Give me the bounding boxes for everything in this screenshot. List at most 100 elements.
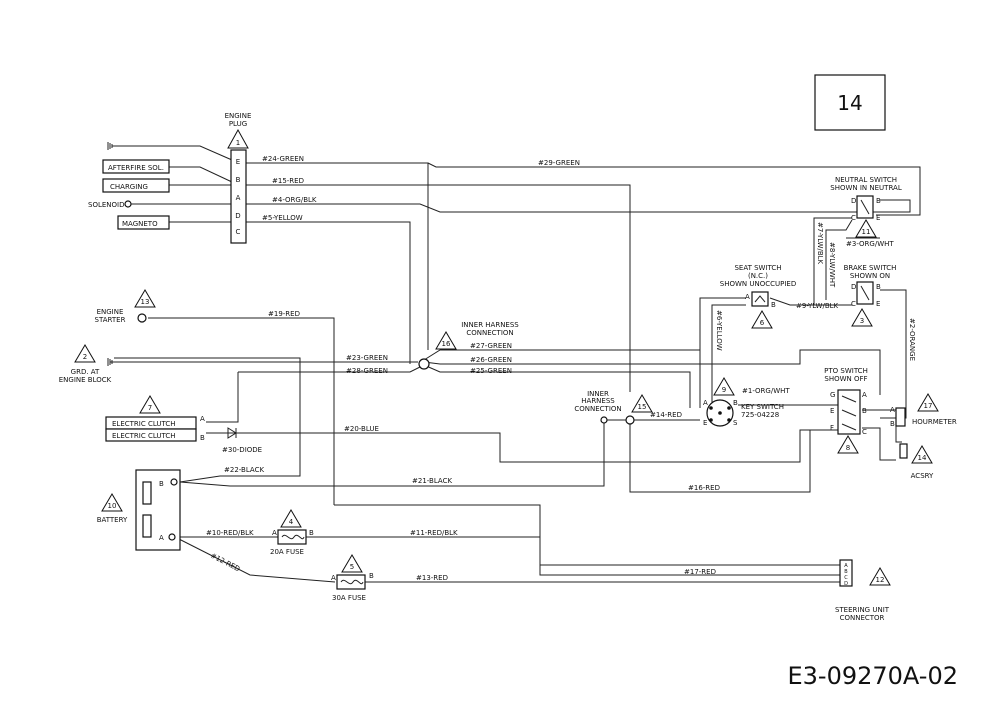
key-switch-pin-e: E [703, 419, 707, 427]
wire-9-label: #9-YLW/BLK [796, 302, 839, 310]
engine-plug-pin-a: A [236, 194, 241, 202]
pto-pin-f: F [830, 424, 834, 432]
ref-number-8: 8 [846, 444, 850, 452]
neutral-switch-label-2: SHOWN IN NEUTRAL [830, 184, 902, 192]
ref-triangle-9 [713, 377, 735, 396]
accessory: 14 ACSRY [899, 443, 934, 480]
ref-number-17: 17 [924, 402, 933, 410]
wire-15-label: #15-RED [272, 177, 304, 185]
neutral-pin-d: D [851, 197, 856, 205]
brake-pin-d: D [851, 283, 856, 291]
steering-pin-b: B [844, 569, 848, 575]
engine-plug-pin-d: D [235, 212, 240, 220]
ref-triangle-15 [631, 394, 653, 413]
pto-pin-c: C [862, 428, 867, 436]
ref-number-9: 9 [722, 386, 726, 394]
neutral-switch: NEUTRAL SWITCH SHOWN IN NEUTRAL D B C E … [830, 176, 902, 238]
wire-16-label: #16-RED [688, 484, 720, 492]
brake-switch-label-1: BRAKE SWITCH [844, 264, 897, 272]
fuse-30a-pin-b: B [369, 572, 374, 580]
fuse-30a: 5 A B 30A FUSE [331, 554, 374, 602]
wire-12-label: #12-RED [209, 552, 241, 574]
ref-number-11: 11 [862, 228, 871, 236]
key-switch-label-2: 725-04228 [741, 411, 779, 419]
engine-plug-title-1: ENGINE [225, 112, 252, 120]
inner-harness-mid-label-1: INNER [587, 390, 609, 398]
wire-5-label: #5-YELLOW [262, 214, 303, 222]
engine-starter-label-1: ENGINE [97, 308, 124, 316]
seat-switch-pin-b: B [771, 301, 776, 309]
wire-24-label: #24-GREEN [262, 155, 304, 163]
ref-number-14: 14 [918, 454, 927, 462]
afterfire-solenoid: AFTERFIRE SOL. [102, 159, 170, 174]
ref-triangle-2 [74, 344, 96, 363]
ref-number-2: 2 [83, 353, 87, 361]
electric-clutch-label-1: ELECTRIC CLUTCH [112, 420, 176, 428]
inner-harness-left-label-2: CONNECTION [466, 329, 513, 337]
pto-pin-g: G [830, 391, 835, 399]
wire-26-label: #26-GREEN [470, 356, 512, 364]
ref-number-7: 7 [148, 404, 152, 412]
electric-clutch-label-2: ELECTRIC CLUTCH [112, 432, 176, 440]
ref-number-6: 6 [760, 319, 765, 327]
wire-20-label: #20-BLUE [344, 425, 379, 433]
battery-pin-a: A [159, 534, 164, 542]
battery: 10 BATTERY B A [97, 469, 181, 551]
seat-switch: SEAT SWITCH (N.C.) SHOWN UNOCCUPIED A B … [720, 264, 796, 329]
ref-number-16: 16 [442, 340, 451, 348]
harness-junction-16 [418, 358, 430, 370]
inner-harness-mid-label-2: HARNESS [581, 397, 615, 405]
brake-switch-label-2: SHOWN ON [850, 272, 890, 280]
starter-terminal [137, 313, 147, 323]
acsry-label: ACSRY [911, 472, 934, 480]
seat-switch-label-2: (N.C.) [748, 272, 768, 280]
wire-22-label: #22-BLACK [224, 466, 264, 474]
hourmeter-pin-a: A [890, 406, 895, 414]
steering-label-2: CONNECTOR [840, 614, 885, 622]
neutral-pin-b: B [876, 197, 881, 205]
pto-switch-label-1: PTO SWITCH [824, 367, 868, 375]
ref-number-12: 12 [876, 576, 885, 584]
fuse-20a-pin-b: B [309, 529, 314, 537]
clutch-pin-b: B [200, 434, 205, 442]
steering-pin-d: D [844, 581, 848, 587]
steering-connector: A B C D 12 STEERING UNIT CONNECTOR [835, 559, 891, 622]
ref-triangle-10 [101, 493, 123, 512]
ref-triangle-14 [911, 445, 933, 464]
engine-starter: 13 ENGINE STARTER [95, 289, 156, 324]
magneto-label: MAGNETO [122, 220, 158, 228]
engine-plug: ENGINE PLUG 1 E B A D C [225, 112, 252, 244]
ref-triangle-16 [435, 331, 457, 350]
solenoid-terminal: SOLENOID [88, 200, 132, 209]
electric-clutch: 7 ELECTRIC CLUTCH ELECTRIC CLUTCH A B #3… [105, 395, 262, 454]
wire-labels: #24-GREEN #29-GREEN #15-RED #4-ORG/BLK #… [206, 155, 916, 582]
key-switch-label-1: KEY SWITCH [741, 403, 784, 411]
diode-label: #30-DIODE [222, 446, 262, 454]
hourmeter-label: HOURMETER [912, 418, 957, 426]
engine-plug-connector [230, 149, 247, 244]
engine-plug-pin-e: E [236, 158, 240, 166]
fuse-30a-label: 30A FUSE [332, 594, 366, 602]
ref-number-10: 10 [108, 502, 117, 510]
seat-switch-pin-a: A [745, 293, 750, 301]
inner-harness-left: 16 INNER HARNESS CONNECTION [418, 321, 519, 370]
key-switch-pin-s: S [733, 419, 738, 427]
pto-pin-b: B [862, 407, 867, 415]
key-switch: 9 A B E S KEY SWITCH 725-04228 [703, 377, 784, 427]
engine-plug-title-2: PLUG [229, 120, 247, 128]
ref-triangle-4 [280, 509, 302, 528]
ref-triangle-6 [751, 310, 773, 329]
ref-triangle-17 [917, 393, 939, 412]
inner-harness-left-label-1: INNER HARNESS [461, 321, 519, 329]
afterfire-label: AFTERFIRE SOL. [108, 164, 164, 172]
engine-plug-pin-b: B [236, 176, 241, 184]
wire-4-label: #4-ORG/BLK [272, 196, 317, 204]
solenoid-label: SOLENOID [88, 201, 124, 209]
key-switch-pin-a: A [703, 399, 708, 407]
wire-21-label: #21-BLACK [412, 477, 452, 485]
pto-pin-e: E [830, 407, 834, 415]
ref-triangle-7 [139, 395, 161, 414]
battery-label: BATTERY [97, 516, 128, 524]
ref-triangle-5 [341, 554, 363, 573]
